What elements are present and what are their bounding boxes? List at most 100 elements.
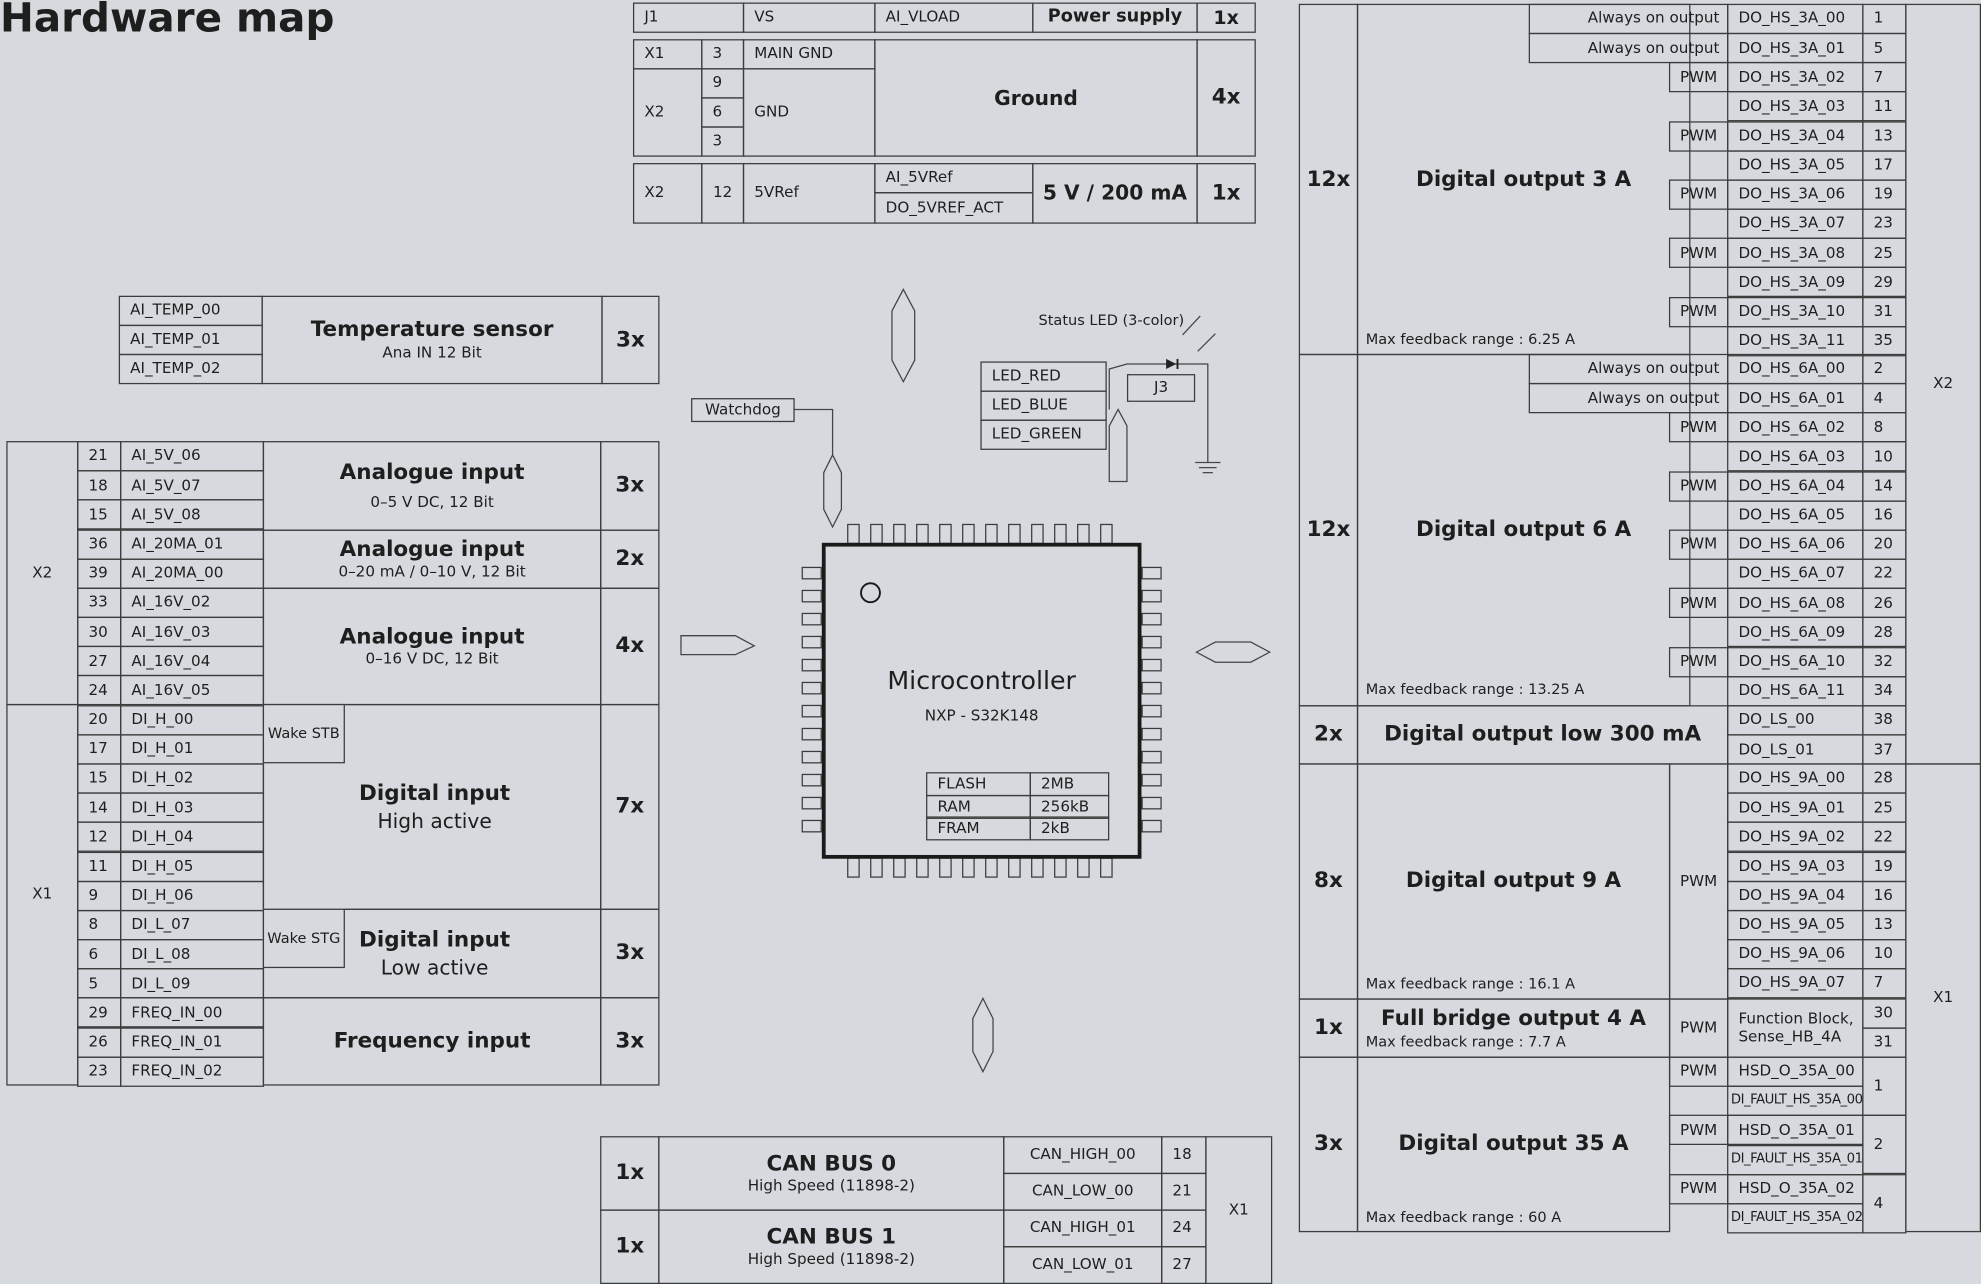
do6-pin: 34 — [1862, 675, 1907, 706]
do35-signal: HSD_O_35A_01 — [1727, 1115, 1864, 1146]
can0-low-pin: 21 — [1161, 1172, 1207, 1211]
do6-signal: DO_HS_6A_09 — [1727, 617, 1864, 648]
do6-signal: DO_HS_6A_02 — [1727, 412, 1864, 443]
mcu-pin — [962, 857, 975, 878]
mcu-pin — [801, 681, 822, 695]
pwm-tag: PWM — [1668, 412, 1729, 443]
do9-signal: DO_HS_9A_06 — [1727, 938, 1864, 970]
do3-signal: DO_HS_3A_03 — [1727, 91, 1864, 122]
fb-pin: 30 — [1862, 998, 1907, 1029]
do6-signal: DO_HS_6A_08 — [1727, 587, 1864, 619]
do6-feedback: Max feedback range : 13.25 A — [1365, 679, 1585, 698]
do3-pin: 25 — [1862, 237, 1907, 269]
do35-fault: DI_FAULT_HS_35A_02 — [1727, 1202, 1864, 1234]
do3-pin: 29 — [1862, 267, 1907, 298]
do9-pin: 13 — [1862, 909, 1907, 941]
pwm-tag: PWM — [1668, 237, 1729, 269]
do9-signal: DO_HS_9A_07 — [1727, 968, 1864, 999]
mcu-pin — [870, 857, 883, 878]
do9-label: Digital output 9 A — [1356, 763, 1671, 1000]
do3-signal: DO_HS_3A_00 — [1727, 3, 1864, 35]
right-connector-x1: X1 — [1905, 763, 1981, 1233]
do6-signal: DO_HS_6A_07 — [1727, 558, 1864, 589]
always-on-tag: Always on output — [1528, 3, 1729, 35]
do35-pin: 1 — [1862, 1056, 1907, 1116]
always-on-tag: Always on output — [1528, 32, 1729, 64]
led-red: LED_RED — [980, 361, 1107, 392]
mcu-pin — [939, 857, 952, 878]
pwm-tag: PWM — [1668, 646, 1729, 677]
do6-pin: 2 — [1862, 353, 1907, 385]
do35-label: Digital output 35 A — [1356, 1056, 1671, 1233]
mcu-pin — [1141, 704, 1162, 718]
dih-wake: Wake STB — [262, 703, 345, 764]
ai16-label: Analogue input — [339, 624, 525, 650]
arrow-vertical-icon — [891, 288, 916, 384]
mcu-pin — [1100, 857, 1113, 878]
gnd-count: 4x — [1196, 39, 1256, 157]
watchdog-box: Watchdog — [691, 398, 795, 423]
fb-pwm: PWM — [1668, 998, 1729, 1058]
mcu-pin1-marker — [860, 582, 881, 604]
do9-signal: DO_HS_9A_00 — [1727, 763, 1864, 794]
pwm-tag: PWM — [1668, 120, 1729, 152]
do9-pin: 16 — [1862, 880, 1907, 911]
can0-high: CAN_HIGH_00 — [1003, 1136, 1163, 1175]
do3-signal: DO_HS_3A_10 — [1727, 296, 1864, 327]
mcu-pin — [801, 704, 822, 718]
dols-count: 2x — [1298, 705, 1359, 765]
dols-label: Digital output low 300 mA — [1356, 705, 1729, 765]
do3-signal: DO_HS_3A_01 — [1727, 32, 1864, 64]
mcu-pin — [962, 523, 975, 545]
pwm-tag: PWM — [1668, 587, 1729, 619]
mcu-pin — [893, 857, 906, 878]
pwm-tag: PWM — [1668, 470, 1729, 502]
mcu-pin — [985, 523, 998, 545]
do35-fault: DI_FAULT_HS_35A_00 — [1727, 1085, 1864, 1117]
do35-fault: DI_FAULT_HS_35A_01 — [1727, 1144, 1864, 1175]
pwm-tag: PWM — [1668, 296, 1729, 327]
do3-pin: 5 — [1862, 32, 1907, 64]
mcu-mem-key: FLASH — [926, 772, 1031, 797]
ai16-label-box: Analogue input 0–16 V DC, 12 Bit — [262, 587, 602, 706]
do35-feedback: Max feedback range : 60 A — [1365, 1208, 1562, 1226]
do9-pin: 22 — [1862, 821, 1907, 853]
dih-label-box: Digital input High active — [262, 703, 602, 910]
dil-label: Digital input — [359, 927, 511, 953]
dols-pin: 38 — [1862, 705, 1907, 736]
status-led-label: Status LED (3-color) — [1038, 310, 1185, 329]
pwm-tag: PWM — [1668, 1173, 1729, 1204]
mcu-pin — [847, 857, 860, 878]
dols-signal: DO_LS_01 — [1727, 734, 1864, 765]
mcu-pin — [1141, 589, 1162, 603]
mcu-pin — [1141, 658, 1162, 672]
fb-feedback: Max feedback range : 7.7 A — [1365, 1031, 1566, 1050]
vref-count: 1x — [1196, 163, 1256, 224]
do9-signal: DO_HS_9A_03 — [1727, 851, 1864, 882]
mcu-pin — [1141, 750, 1162, 764]
do3-signal: DO_HS_3A_02 — [1727, 62, 1864, 93]
mcu-pin — [1031, 857, 1044, 878]
mcu-pin — [801, 773, 822, 787]
mcu-pin — [801, 727, 822, 741]
mcu-pin — [870, 523, 883, 545]
can0-high-pin: 18 — [1161, 1136, 1207, 1175]
led-arrow-icon — [1108, 408, 1128, 483]
fb-pin: 31 — [1862, 1027, 1907, 1058]
do6-pin: 20 — [1862, 529, 1907, 560]
mcu-pin — [1031, 523, 1044, 545]
mcu-body — [821, 542, 1142, 859]
j3-box: J3 — [1126, 374, 1196, 402]
do35-count: 3x — [1298, 1056, 1359, 1233]
do6-pin: 28 — [1862, 617, 1907, 648]
fb-label: Full bridge output 4 A — [1381, 1005, 1647, 1032]
dih-label: Digital input — [359, 780, 511, 807]
arrow-bidirectional-icon — [1195, 641, 1272, 663]
dols-pin: 37 — [1862, 734, 1907, 765]
pwm-tag: PWM — [1668, 1115, 1729, 1146]
do3-pin: 23 — [1862, 208, 1907, 239]
fb-count: 1x — [1298, 998, 1359, 1058]
mcu-label: Microcontroller — [887, 664, 1076, 696]
mcu-pin — [1077, 523, 1090, 545]
do9-signal: DO_HS_9A_02 — [1727, 821, 1864, 853]
